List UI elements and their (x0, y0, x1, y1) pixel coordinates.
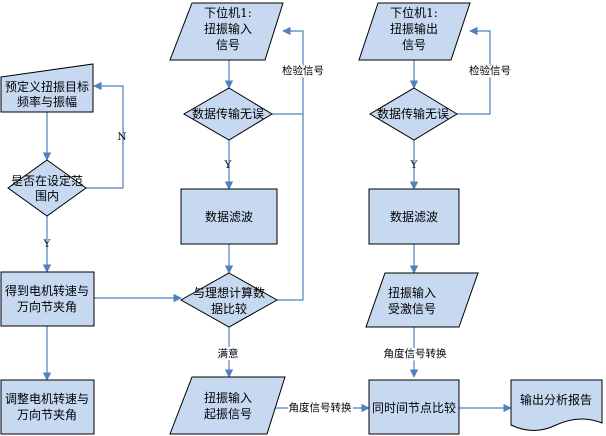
torsional-input-signal-label-2: 起振信号 (204, 407, 252, 421)
same-time-compare-label: 同时间节点比较 (372, 400, 456, 415)
ideal-compare-label-2: 据比较 (211, 301, 247, 316)
preset-target-node (0, 63, 94, 113)
torsional-input-signal-label-1: 扭振输入 (204, 390, 252, 405)
input-data-filter-label: 数据滤波 (205, 209, 253, 224)
get-motor-speed-label-1: 得到电机转速与 (5, 283, 89, 298)
adjust-motor-speed-label-2: 万向节夹角 (17, 407, 77, 422)
edge-label-verify-mid: 检验信号 (282, 64, 324, 77)
node-labels: 预定义扭振目标 频率与振幅 是否在设定范 围内 得到电机转速与 万向节夹角 调整… (5, 5, 592, 422)
output-data-filter-label: 数据滤波 (390, 209, 438, 224)
edge-label-no: N (117, 131, 126, 143)
in-range-label-1: 是否在设定范 (11, 173, 83, 188)
excited-signal-node (365, 272, 479, 328)
input-data-check-label: 数据传输无误 (192, 106, 264, 121)
lower-machine-output-node (358, 2, 471, 61)
same-time-compare-node (368, 379, 460, 435)
ideal-compare-label-1: 与理想计算数 (193, 285, 265, 300)
input-data-check-decision-node (183, 87, 273, 141)
lower-machine-output-label-1: 下位机1: (390, 5, 438, 20)
lower-machine-input-label-3: 信号 (216, 38, 240, 52)
excited-signal-label-2: 受激信号 (388, 302, 436, 316)
edge-label-yes-right: Y (410, 159, 419, 171)
ideal-compare-decision-node (179, 272, 279, 328)
get-motor-speed-label-2: 万向节夹角 (17, 299, 77, 314)
connectors (42, 26, 512, 413)
adjust-motor-speed-label-1: 调整电机转速与 (5, 391, 89, 406)
edge-labels: N Y Y Y 检验信号 检验信号 满意 角度信号转换 角度信号转换 (43, 62, 513, 416)
lower-machine-output-label-2: 扭振输出 (390, 21, 438, 36)
in-range-decision-node (7, 159, 87, 217)
edge-label-angle-bottom: 角度信号转换 (289, 401, 352, 414)
preset-target-label-2: 频率与振幅 (17, 94, 77, 109)
analysis-report-label: 输出分析报告 (520, 392, 592, 407)
analysis-report-node (510, 379, 603, 431)
in-range-label-2: 围内 (35, 189, 59, 203)
edge-label-verify-right: 检验信号 (469, 64, 511, 77)
lower-machine-input-label-1: 下位机1: (204, 5, 252, 20)
arrow-input-check-loop (272, 26, 304, 115)
output-data-check-label: 数据传输无误 (377, 106, 449, 121)
edge-label-angle-right: 角度信号转换 (384, 347, 447, 360)
get-motor-speed-node (0, 271, 95, 327)
edge-label-yes-mid: Y (224, 159, 233, 171)
arrow-check-no-loop (86, 81, 124, 189)
lower-machine-output-label-3: 信号 (402, 38, 426, 52)
lower-machine-input-node (169, 2, 284, 61)
arrow-output-check-loop (457, 26, 491, 115)
preset-target-label-1: 预定义扭振目标 (5, 79, 89, 94)
adjust-motor-speed-node (0, 379, 95, 435)
arrow-compare-loop (277, 114, 304, 301)
edge-label-satisfied: 满意 (218, 347, 239, 360)
input-data-filter-node (180, 188, 278, 245)
torsional-input-signal-node (169, 376, 286, 435)
excited-signal-label-1: 扭振输入 (388, 285, 436, 300)
edge-label-yes-left: Y (43, 238, 52, 250)
output-data-check-decision-node (369, 87, 458, 141)
output-data-filter-node (368, 188, 460, 245)
lower-machine-input-label-2: 扭振输入 (204, 21, 252, 36)
